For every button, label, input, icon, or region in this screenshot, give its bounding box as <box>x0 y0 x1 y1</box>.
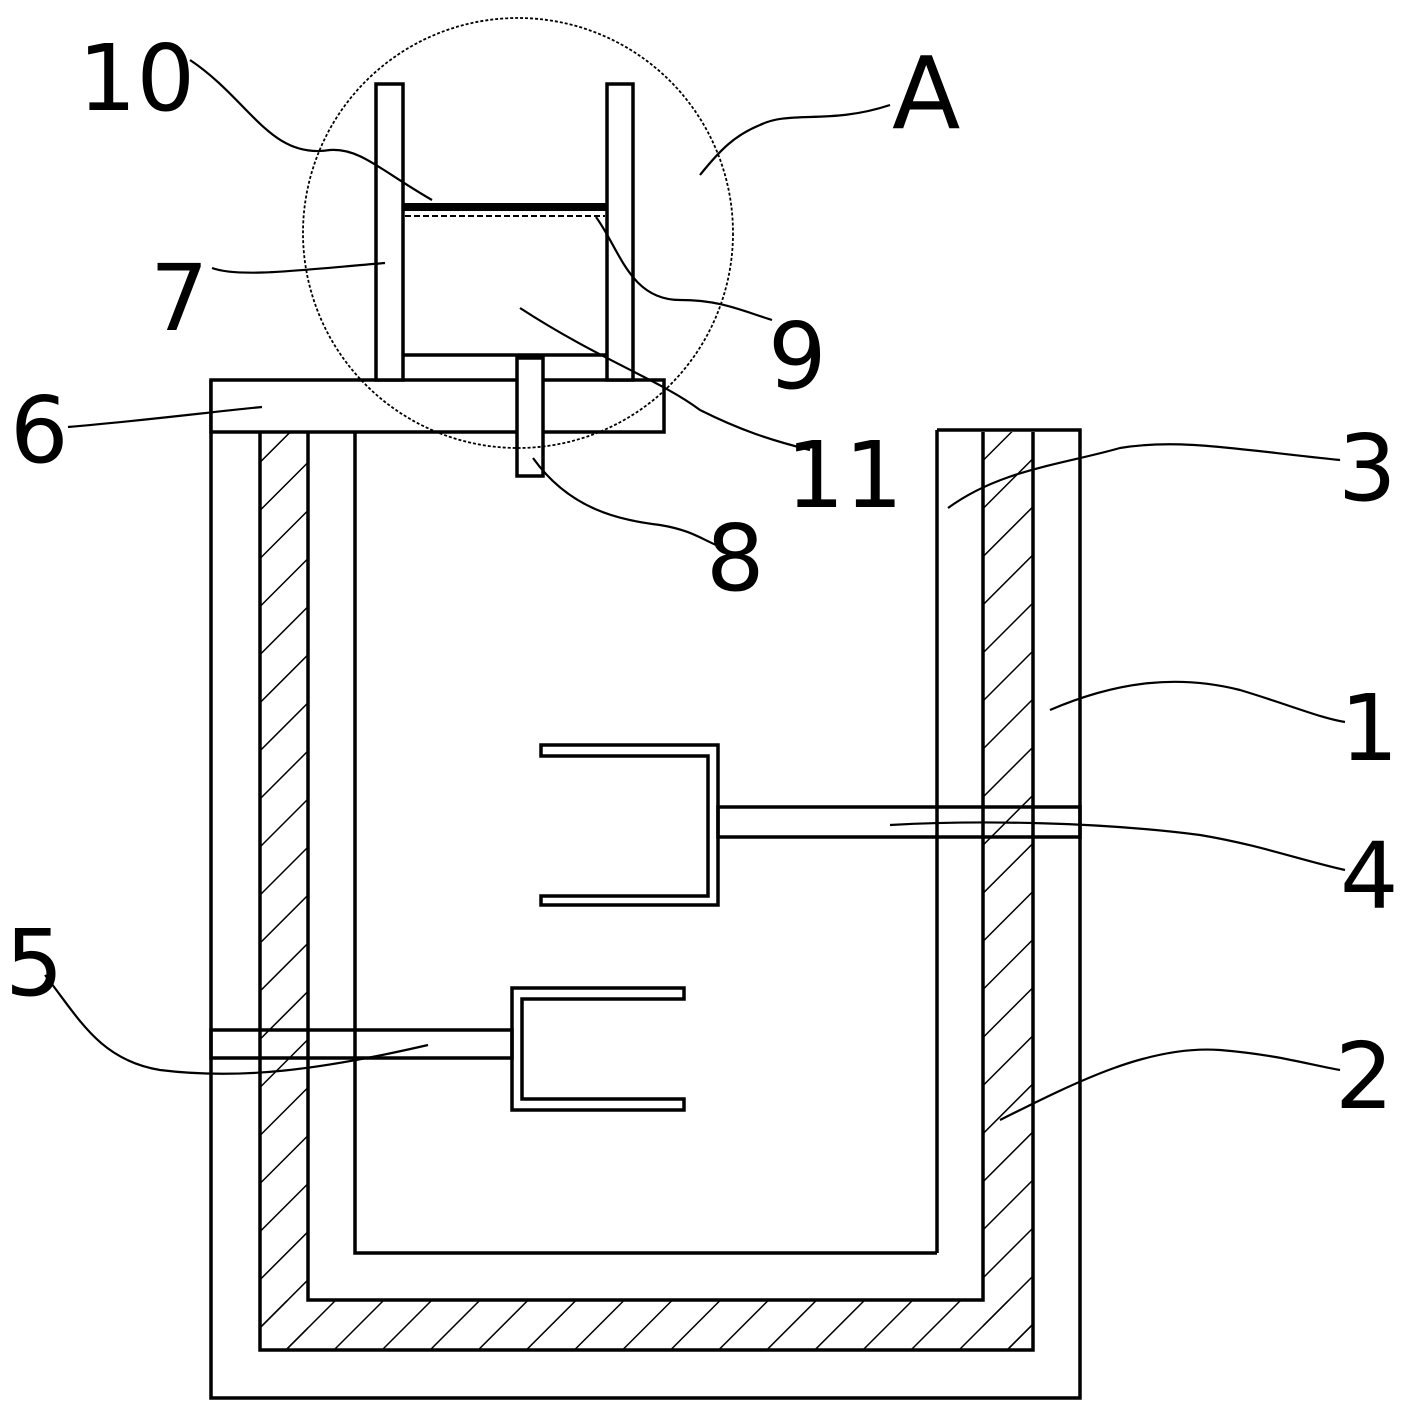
filter-membrane <box>403 203 607 217</box>
outer-shell <box>209 380 1082 1400</box>
callout-3: 3 <box>1338 415 1397 522</box>
upper-fork <box>539 743 1082 907</box>
callout-7: 7 <box>150 245 209 352</box>
callout-10: 10 <box>78 25 195 132</box>
callout-4: 4 <box>1340 823 1399 930</box>
callout-8: 8 <box>706 505 765 612</box>
detail-circle-a <box>302 17 734 449</box>
callout-9: 9 <box>768 303 827 410</box>
callout-5: 5 <box>5 910 64 1017</box>
inner-vessel <box>353 432 937 1255</box>
callout-6: 6 <box>10 377 69 484</box>
callout-2: 2 <box>1335 1023 1394 1130</box>
callout-11: 11 <box>786 422 903 529</box>
leader-lines <box>44 59 1346 1121</box>
shaft <box>515 356 545 478</box>
holder-frame <box>374 82 635 382</box>
lid-plate <box>209 378 666 434</box>
callout-a: A <box>892 35 960 152</box>
insulation-layer <box>258 432 1035 1352</box>
callout-1: 1 <box>1340 675 1399 782</box>
